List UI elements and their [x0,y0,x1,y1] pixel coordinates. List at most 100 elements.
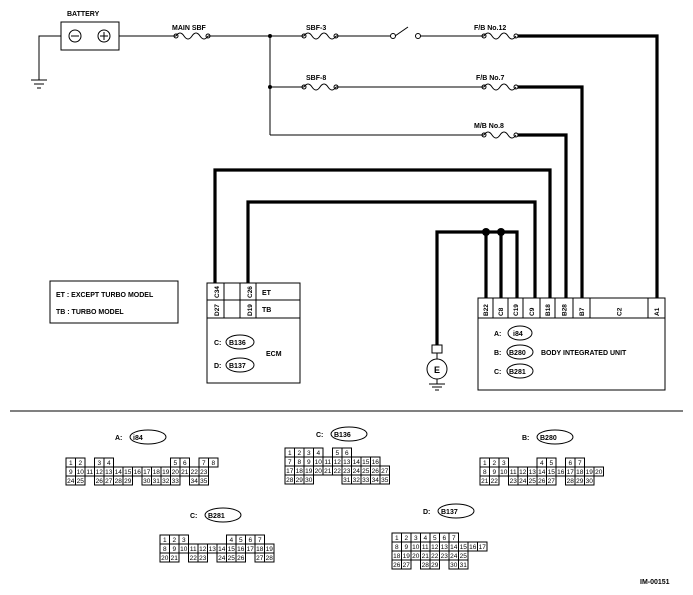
biu-conn-a-label: A: [494,331,501,338]
connector-pin-number: 28 [286,477,294,484]
connector-pin-number: 5 [549,460,553,467]
wire-a1 [518,34,659,305]
legend-tb: TB : TURBO MODEL [56,309,124,316]
wire-c26-b18 [246,200,537,305]
connector-pin-number: 25 [362,468,370,475]
connector-pin-number: 8 [297,459,301,466]
connector-pin-number: 6 [248,537,252,544]
connector-pin-cell [429,559,440,570]
connector-pin-cell [489,475,500,486]
fb12-label: F/B No.12 [474,25,506,32]
connector-pin-number: 27 [548,478,556,485]
ecm-row-et: ET [262,290,272,297]
wire-b7 [518,133,568,305]
connector-pin-number: 15 [548,469,556,476]
connector-pin-number: 20 [595,469,603,476]
battery: BATTERY [60,11,120,51]
connector-pin-number: 11 [422,544,429,551]
connector-pin-number: 27 [403,562,411,569]
biu-conn-b-label: B: [494,350,501,357]
wire-ground [435,230,486,345]
connector-pin-number: 11 [86,469,93,476]
connector-pin-number: 20 [161,555,169,562]
connector-pin-number: 21 [422,553,430,560]
connector-pin-number: 14 [115,469,123,476]
connector-pin-number: 11 [510,469,517,476]
connector-pin-number: 12 [334,459,342,466]
connector-pin-cell [584,475,595,486]
connector-pin-number: 33 [362,477,370,484]
connector-pin-number: 19 [266,546,274,553]
connector-pin-number: 13 [343,459,351,466]
connector-pin-number: 30 [305,477,313,484]
connector-pin-number: 17 [247,546,255,553]
wire-c19 [501,230,519,305]
connector-pin-number: 29 [576,478,584,485]
connector-pin-number: 9 [492,469,496,476]
connector-pin-number: 7 [258,537,262,544]
connector-id: B136 [334,432,351,439]
connector-pin-number: 3 [502,460,506,467]
connector-pin-number: 17 [143,469,151,476]
connector-pin-number: 10 [315,459,323,466]
connector-pin-number: 6 [442,535,446,542]
connector-pin-number: 1 [395,535,399,542]
figure-id: IM-00151 [640,579,670,586]
connector-pin-number: 16 [469,544,477,551]
connector-pin-number: 4 [107,460,111,467]
connector-pin-number: 9 [69,469,73,476]
connector-pin-number: 19 [162,469,170,476]
connector-pin-cell [303,474,314,485]
connector-pin-cell [198,475,209,486]
connector-pin-number: 34 [372,477,380,484]
connector-pin-number: 34 [191,478,199,485]
connector-pin-number: 10 [412,544,420,551]
connector-pin-number: 31 [153,478,161,485]
connector-pin-number: 32 [162,478,170,485]
connector-id: i84 [133,435,143,442]
connector-pin-number: 9 [307,459,311,466]
connector-label: A: [115,435,122,442]
connector-pin-number: 14 [538,469,546,476]
connector-pin-number: 8 [395,544,399,551]
connector-pin-number: 8 [211,460,215,467]
connector-pin-cell [546,475,557,486]
connector-pin-cell [401,559,412,570]
connector-pin-number: 7 [202,460,206,467]
connector-pin-cell [170,475,181,486]
fb7-label: F/B No.7 [476,75,504,82]
connector-pin-cell [169,552,180,563]
connector-pin-number: 15 [362,459,370,466]
connector-pin-number: 22 [334,468,342,475]
connector-pin-number: 21 [181,469,189,476]
connector-pin-number: 1 [163,537,167,544]
biu-name: BODY INTEGRATED UNIT [541,350,627,357]
connector-pin-number: 18 [576,469,584,476]
connector-pin-number: 11 [190,546,197,553]
connector-pin-cell [235,552,246,563]
legend: ET : EXCEPT TURBO MODEL TB : TURBO MODEL [49,280,179,324]
connector-pin-number: 23 [199,555,207,562]
connector-label: C: [190,513,197,520]
main-sbf-label: MAIN SBF [172,25,207,32]
wire-c34-b28 [213,168,552,305]
connector-pin-number: 3 [414,535,418,542]
connector-id: B280 [540,435,557,442]
connector-pin-number: 28 [422,562,430,569]
ecm-conn-d-label: D: [214,363,221,370]
legend-et: ET : EXCEPT TURBO MODEL [56,292,154,299]
connector-pin-number: 14 [450,544,458,551]
connector-pin-number: 19 [403,553,411,560]
connector-pin-number: 6 [183,460,187,467]
connector-pin-number: 27 [381,468,389,475]
connector-pin-number: 14 [353,459,361,466]
connector-pin-number: 15 [460,544,468,551]
connector-pin-number: 4 [423,535,427,542]
connector-pin-number: 21 [324,468,332,475]
connector-pin-number: 20 [172,469,180,476]
connector-pin-number: 13 [209,546,217,553]
